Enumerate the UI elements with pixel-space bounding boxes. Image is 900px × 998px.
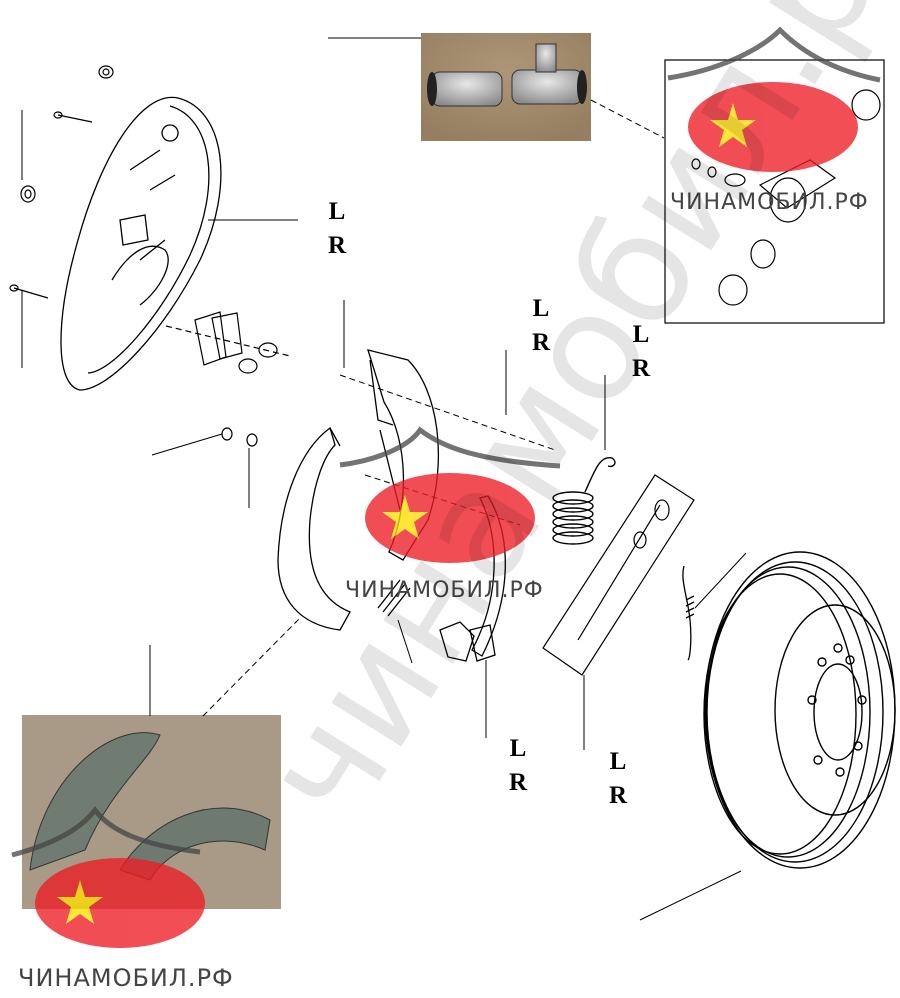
callout-right-label: R: [531, 329, 551, 356]
small-spring: [682, 565, 695, 661]
callout-lower-lever: L R: [503, 732, 533, 800]
watermark-site-text: ЧИНАМОБИЛ.РФ: [345, 578, 544, 603]
callout-right-label: R: [608, 782, 628, 809]
lower-lever: [439, 621, 496, 662]
callout-left-label: L: [632, 321, 650, 348]
callout-right-label: R: [631, 355, 651, 382]
retainer-pin: [221, 427, 258, 447]
wheel-cylinder-photo: [421, 33, 591, 141]
callout-left-label: L: [609, 748, 627, 775]
watermark-flag: [688, 82, 858, 172]
callout-left-label: L: [532, 295, 550, 322]
shoe-hold-spring: [377, 579, 411, 617]
watermark-site-text: ЧИНАМОБИЛ.РФ: [18, 964, 234, 992]
watermark-site-text: ЧИНАМОБИЛ.РФ: [670, 190, 869, 215]
callout-backing-plate: L R: [322, 195, 352, 263]
watermark-flag: [35, 858, 205, 948]
backing-plate: [60, 96, 222, 391]
callout-shoe-spring: L R: [526, 292, 556, 360]
callout-retainer-spring: L R: [626, 318, 656, 386]
watermark-flag: [365, 473, 535, 563]
callout-adjuster: L R: [603, 745, 633, 813]
watermark-roof: [11, 26, 881, 858]
callout-right-label: R: [508, 769, 528, 796]
callout-left-label: L: [509, 735, 527, 762]
adjuster-assembly: [542, 474, 695, 676]
return-spring: [552, 456, 616, 545]
brake-drum: [703, 551, 896, 869]
brake-shoe-front: [277, 426, 351, 631]
callout-right-label: R: [327, 232, 347, 259]
pins-and-seals: [9, 65, 291, 374]
callout-left-label: L: [328, 198, 346, 225]
